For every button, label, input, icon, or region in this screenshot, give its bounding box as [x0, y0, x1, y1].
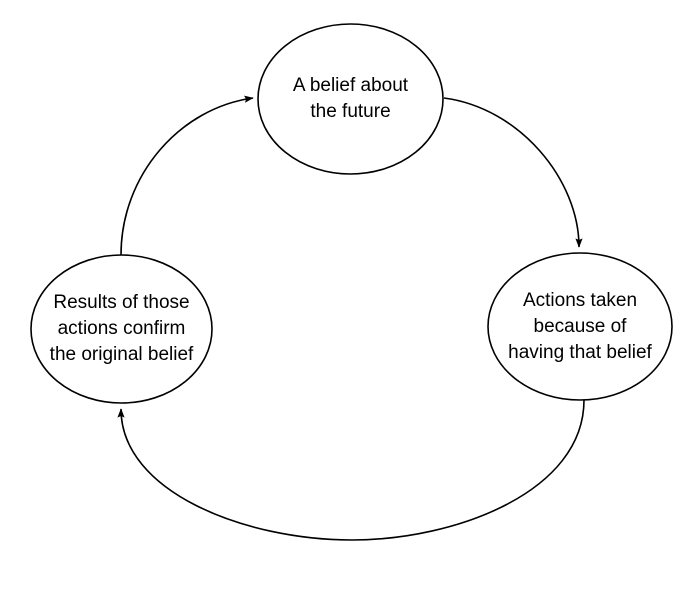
node-actions-ellipse [487, 252, 673, 401]
edge-belief-to-actions [443, 97, 583, 248]
edge-results-to-belief [120, 95, 254, 256]
edge-actions-to-results [117, 399, 585, 541]
node-results-ellipse [30, 254, 213, 404]
node-belief-ellipse [257, 23, 444, 175]
